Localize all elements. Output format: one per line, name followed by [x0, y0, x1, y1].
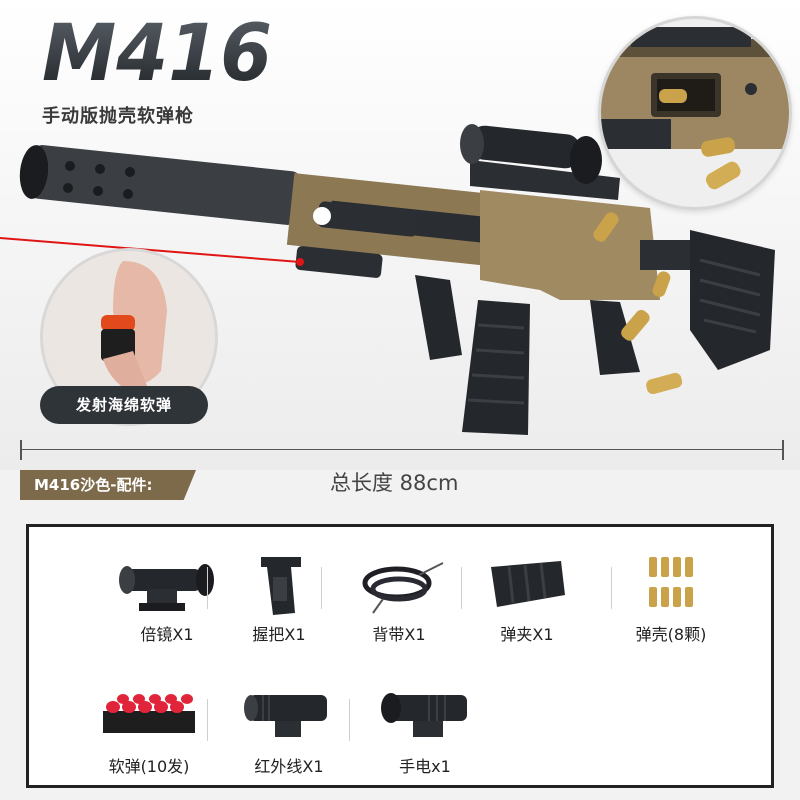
rifle-illustration: [0, 124, 775, 435]
flashlight-icon: [381, 693, 467, 737]
model-logo-text: M416: [42, 16, 272, 92]
laser-sight-icon: [244, 695, 327, 737]
ejection-detail-circle: [598, 16, 792, 210]
sling-icon: [362, 562, 444, 614]
foam-dart-label: 发射海绵软弹: [40, 386, 208, 424]
accessories-panel: 倍镜X1 握把X1 背带X1 弹夹X1: [26, 524, 774, 788]
foam-dart-icon: [103, 694, 195, 733]
divider: [207, 567, 208, 609]
accessory-foam-darts: 软弹(10发): [79, 679, 219, 783]
accessory-label: 红外线X1: [254, 757, 324, 776]
accessory-magazine: 弹夹X1: [457, 547, 597, 651]
accessory-scope: 倍镜X1: [97, 547, 237, 651]
length-measure-line: [20, 440, 784, 460]
total-length-label: 总长度 88cm: [330, 471, 459, 495]
ejection-detail-illustration: [601, 27, 789, 190]
accessory-flashlight: 手电x1: [355, 679, 495, 783]
accessory-label: 弹壳(8颗): [635, 625, 707, 644]
divider: [349, 699, 350, 741]
divider: [321, 567, 322, 609]
accessory-shells: 弹壳(8颗): [601, 547, 741, 651]
shell-icon: [649, 557, 693, 607]
accessory-label: 软弹(10发): [108, 757, 190, 776]
accessory-label: 手电x1: [399, 757, 451, 776]
accessory-label: 背带X1: [372, 625, 426, 644]
divider: [207, 699, 208, 741]
variant-tag: M416沙色-配件:: [20, 470, 196, 500]
accessory-laser-sight: 红外线X1: [219, 679, 359, 783]
grip-icon: [261, 557, 301, 615]
accessory-label: 握把X1: [252, 625, 306, 644]
scope-icon: [119, 564, 214, 611]
accessory-grip: 握把X1: [209, 547, 349, 651]
divider: [461, 567, 462, 609]
magazine-icon: [491, 561, 565, 607]
divider: [611, 567, 612, 609]
accessory-label: 弹夹X1: [500, 625, 554, 644]
accessory-label: 倍镜X1: [140, 625, 194, 644]
brand-logo: M416: [42, 16, 272, 92]
accessory-sling: 背带X1: [329, 547, 469, 651]
product-subtitle: 手动版抛壳软弹枪: [42, 106, 194, 127]
